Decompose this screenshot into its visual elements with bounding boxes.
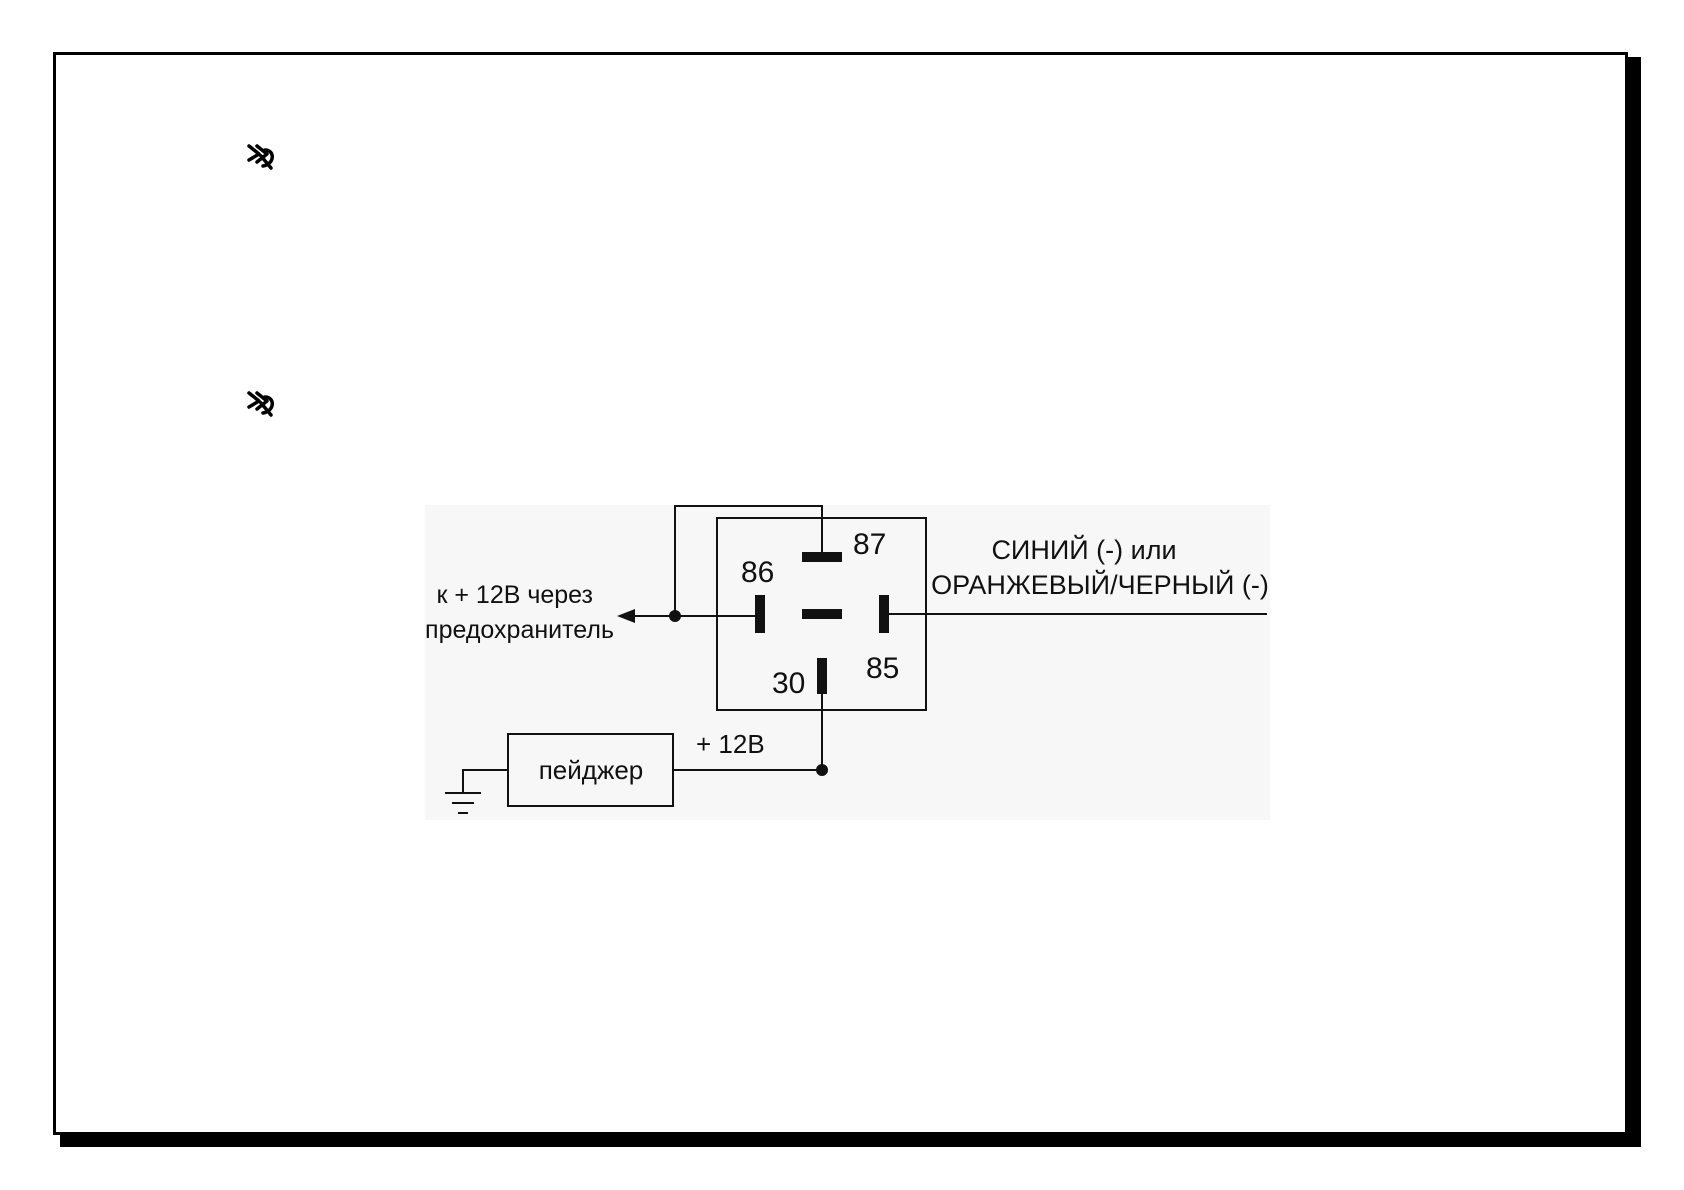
- pin-86-contact: [755, 595, 765, 633]
- hand-pointer-icon: [247, 144, 274, 170]
- pin-85-label: 85: [866, 652, 899, 685]
- left-label-line2: предохранитель: [425, 616, 614, 644]
- pin-30-label: 30: [772, 667, 805, 700]
- hand-pointer-icon: [247, 391, 274, 417]
- pin-85-contact: [879, 595, 889, 633]
- pin-30-contact: [817, 658, 827, 694]
- center-contact: [802, 609, 842, 619]
- arrow-left-icon: [617, 609, 635, 623]
- wire-87-loop: [674, 505, 823, 616]
- ground-icon: [445, 792, 481, 814]
- supply-label: + 12В: [696, 729, 765, 759]
- right-label-line1: СИНИЙ (-) или: [991, 534, 1176, 565]
- right-label-line2: ОРАНЖЕВЫЙ/ЧЕРНЫЙ (-): [931, 569, 1269, 600]
- diagram-background: [425, 505, 1270, 820]
- wire-ground: [462, 769, 508, 792]
- pin-87-label: 87: [853, 528, 886, 561]
- pager-label: пейджер: [539, 755, 644, 785]
- pin-86-label: 86: [741, 556, 774, 589]
- pin-87-contact: [802, 552, 842, 562]
- junction-node-left: [669, 610, 681, 622]
- left-label-line1: к + 12В через: [436, 581, 593, 609]
